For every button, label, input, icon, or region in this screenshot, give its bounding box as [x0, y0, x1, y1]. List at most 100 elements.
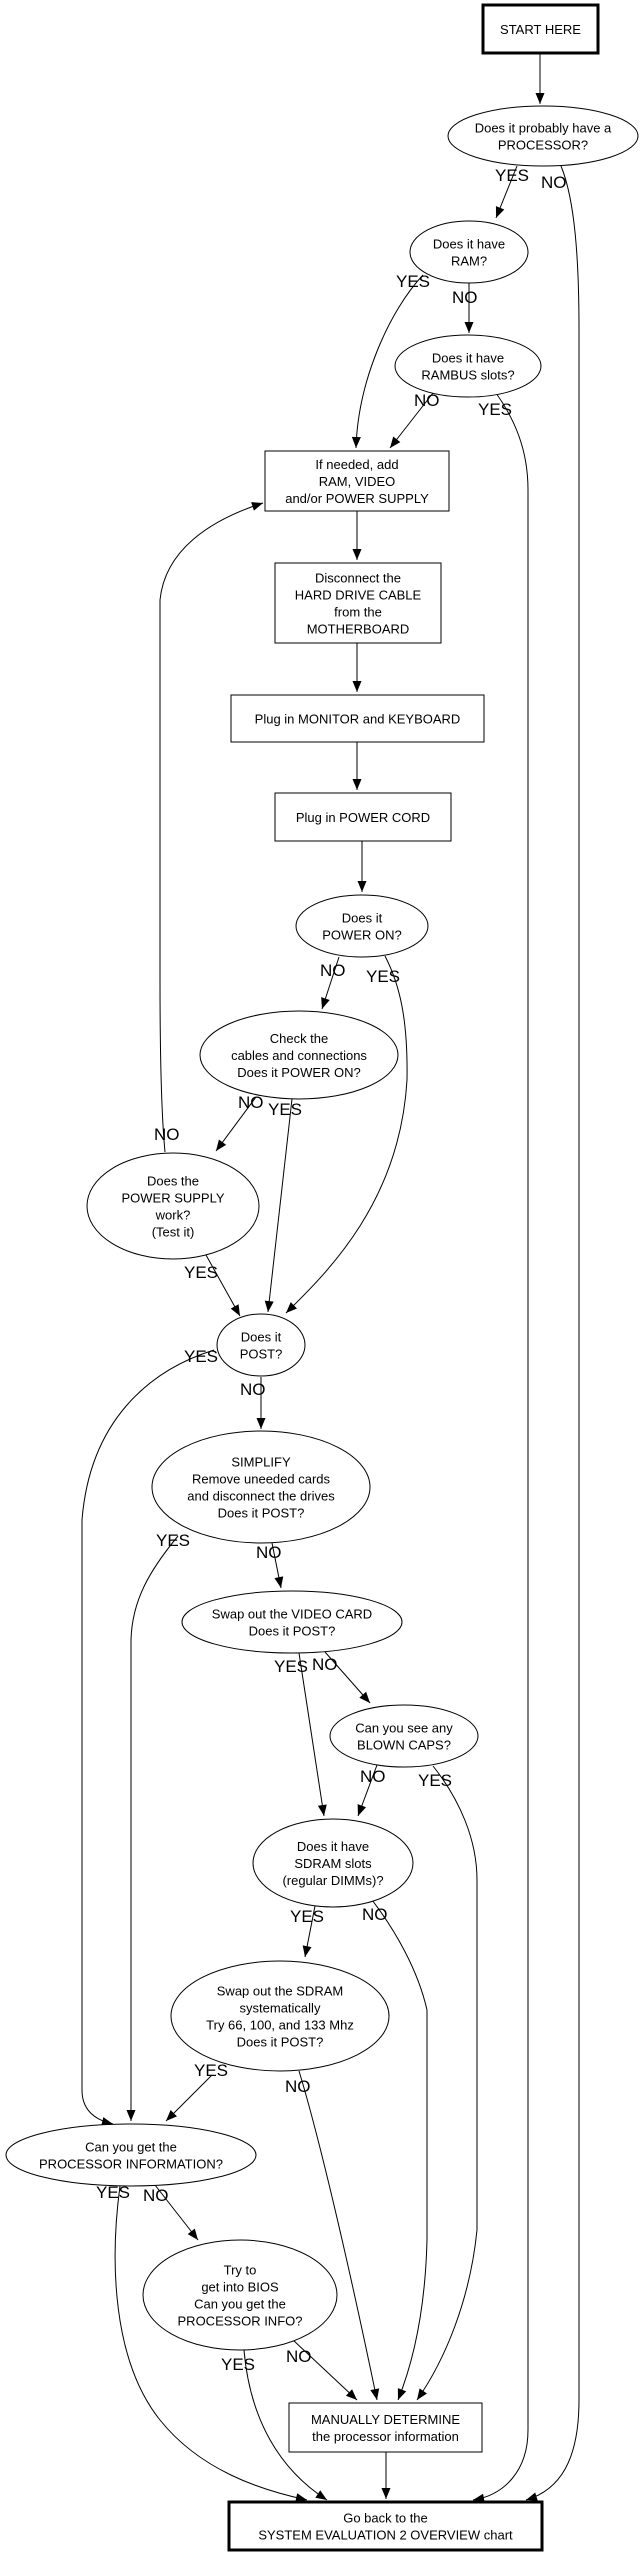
- box-outline: [274, 792, 452, 842]
- edge-label-yes: YES: [418, 1771, 452, 1790]
- arrowhead-icon: [126, 2110, 136, 2121]
- node-text-line: Does it have: [432, 351, 504, 366]
- node-text-line: SDRAM slots: [294, 1856, 372, 1871]
- edge-label-yes: YES: [184, 1347, 218, 1366]
- edge-q-video-to-q-caps: [324, 1651, 371, 1704]
- edge-label-no: NO: [320, 961, 346, 980]
- node-text-line: Does it POST?: [237, 2035, 324, 2050]
- edge-label-no: NO: [312, 1655, 338, 1674]
- arrowhead-icon: [357, 881, 367, 892]
- decision-ellipse-q-simplify: SIMPLIFY Remove uneeded cards and disconne…: [151, 1430, 371, 1544]
- edge-label-no: NO: [360, 1767, 386, 1786]
- node-text-line: POWER ON?: [322, 928, 401, 943]
- edge-label-yes: YES: [268, 1100, 302, 1119]
- box-outline: [274, 562, 442, 644]
- ellipse-outline: [86, 1152, 260, 1260]
- arrowhead-icon: [166, 2110, 177, 2121]
- node-text-line: (regular DIMMs)?: [282, 1873, 383, 1888]
- arrowhead-icon: [264, 1300, 274, 1312]
- node-text-line: cables and connections: [231, 1048, 367, 1063]
- edge-q-proc-info-to-q-bios: [154, 2184, 199, 2241]
- node-text-line: HARD DRIVE CABLE: [295, 588, 422, 603]
- node-text-line: work?: [155, 1208, 191, 1223]
- node-text-line: Try 66, 100, and 133 Mhz: [206, 2018, 354, 2033]
- edge-label-yes: YES: [221, 2355, 255, 2374]
- node-text-line: Check the: [270, 1031, 329, 1046]
- arrowhead-icon: [352, 779, 362, 790]
- ellipse-outline: [5, 2123, 257, 2187]
- process-box-start: START HERE: [481, 3, 600, 55]
- node-text-line: RAMBUS slots?: [421, 368, 514, 383]
- arrowhead-icon: [495, 206, 505, 218]
- edge-label-yes: YES: [366, 967, 400, 986]
- edge-q-rambus-to-add-parts: [389, 392, 434, 449]
- node-text-line: Does the: [147, 1174, 199, 1189]
- arrowhead-icon: [317, 1804, 327, 1816]
- node-text-line: Does it POST?: [218, 1506, 305, 1521]
- nodes-layer: START HERE Does it probably have aPROCESS…: [5, 3, 639, 2552]
- arrowhead-icon: [351, 436, 361, 448]
- box-outline: [230, 694, 485, 743]
- edge-label-no: NO: [285, 2077, 311, 2096]
- node-text-line: If needed, add: [315, 457, 398, 472]
- ellipse-outline: [252, 1818, 414, 1908]
- decision-ellipse-q-power-on: Does it POWER ON?: [295, 894, 429, 958]
- node-text-line: Try to: [224, 2263, 257, 2278]
- arrowhead-icon: [274, 1576, 284, 1588]
- ellipse-outline: [151, 1430, 371, 1544]
- arrowhead-icon: [251, 502, 263, 511]
- node-text-line: Remove uneeded cards: [192, 1472, 331, 1487]
- edges-layer: [81, 53, 580, 2503]
- arrowhead-icon: [370, 2388, 380, 2400]
- edge-label-yes: YES: [290, 1907, 324, 1926]
- edge-q-video-to-q-sdram: [298, 1652, 325, 1817]
- arrowhead-icon: [321, 997, 330, 1009]
- box-outline: [288, 2402, 483, 2453]
- arrowhead-icon: [397, 2388, 407, 2400]
- node-text-line: Does it: [342, 911, 383, 926]
- edge-label-no: NO: [154, 1125, 180, 1144]
- node-text-line: Go back to the: [343, 2511, 428, 2526]
- edge-q-bios-to-go-back: [243, 2349, 328, 2501]
- edge-q-proc-info-to-go-back: [114, 2185, 308, 2501]
- edge-label-yes: YES: [396, 272, 430, 291]
- edge-label-no: NO: [452, 288, 478, 307]
- node-text-line: from the: [334, 605, 382, 620]
- arrowhead-icon: [230, 1304, 240, 1316]
- ellipse-outline: [142, 2239, 338, 2351]
- node-text-line: Does it have: [297, 1839, 369, 1854]
- edge-q-power-supply-to-q-post: [205, 1254, 241, 1317]
- node-text-line: Does it POST?: [249, 1624, 336, 1639]
- arrowhead-icon: [417, 2388, 427, 2400]
- node-text-line: Swap out the SDRAM: [217, 1984, 343, 1999]
- edge-label-no: NO: [238, 1093, 264, 1112]
- ellipse-outline: [181, 1590, 403, 1654]
- node-text-line: SIMPLIFY: [231, 1455, 291, 1470]
- arrowhead-icon: [352, 549, 362, 560]
- node-text-line: Disconnect the: [315, 571, 401, 586]
- edge-q-power-supply-to-add-parts: [159, 502, 264, 1153]
- node-text-line: RAM?: [451, 254, 487, 269]
- node-text-line: systematically: [240, 2001, 321, 2016]
- box-outline: [481, 3, 600, 55]
- node-text-line: POST?: [240, 1347, 283, 1362]
- arrowhead-icon: [464, 322, 474, 333]
- arrowhead-icon: [187, 2228, 198, 2240]
- edge-label-no: NO: [541, 173, 567, 192]
- node-text-line: MOTHERBOARD: [307, 622, 410, 637]
- arrowhead-icon: [101, 2117, 113, 2126]
- edge-label-yes: YES: [478, 400, 512, 419]
- edge-label-yes: YES: [495, 166, 529, 185]
- box-outline: [264, 450, 450, 512]
- node-text-line: and disconnect the drives: [187, 1489, 335, 1504]
- arrowhead-icon: [345, 2389, 357, 2400]
- edge-q-rambus-to-go-back: [472, 392, 529, 2501]
